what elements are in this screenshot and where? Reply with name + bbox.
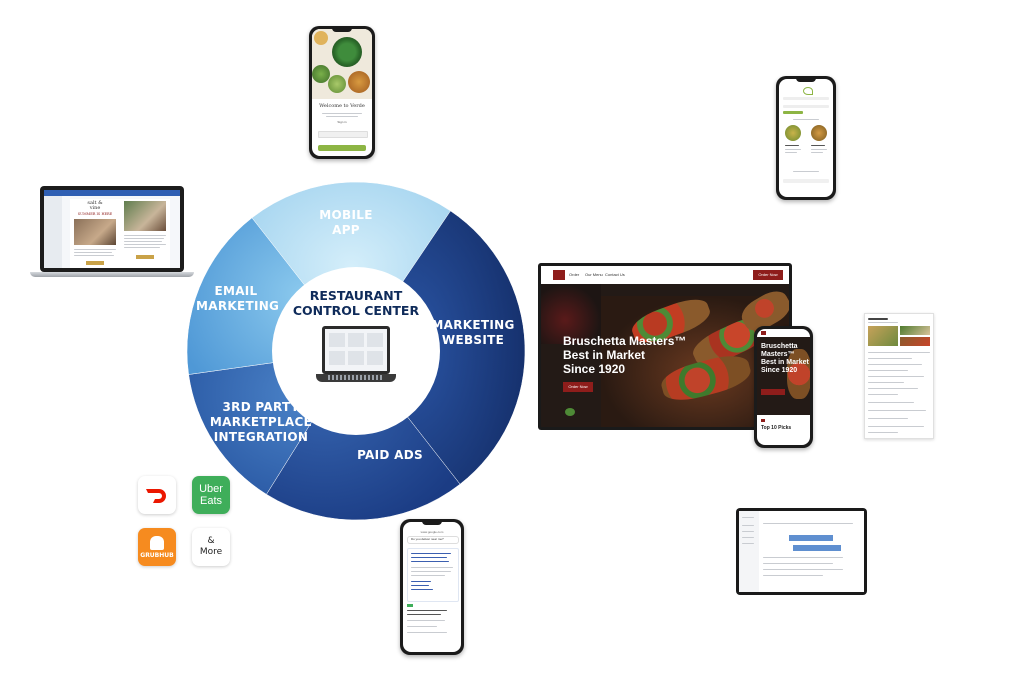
website-monitor: Order Our Menu Contact Us Order Now Brus…	[538, 263, 792, 430]
mobile-section-title: Top 10 Picks	[761, 425, 792, 431]
center-title-line2: CONTROL CENTER	[292, 303, 420, 318]
more-marketplaces: & More	[192, 528, 230, 566]
mobile-app-phone: Welcome to Verde Sign in	[309, 26, 375, 159]
grubhub-text: GRUBHUB	[140, 551, 174, 559]
mobile-hero-line2: Masters™	[761, 351, 795, 358]
more-line2: More	[199, 547, 223, 557]
continue-button[interactable]	[318, 145, 366, 151]
search-url: www.google.com	[420, 530, 444, 534]
email-logo-line2: vine	[89, 205, 101, 211]
sign-in-link[interactable]: Sign in	[337, 120, 347, 124]
hero-headline-line3: Since 1920	[563, 362, 626, 376]
orders-tablet	[736, 508, 867, 595]
segment-label-3rd-party: 3RD PARTY MARKETPLACE INTEGRATION	[209, 400, 313, 444]
segment-label-mobile-app: MOBILE APP	[319, 208, 373, 237]
control-center-wheel	[186, 181, 526, 521]
welcome-text: Welcome to Verde	[319, 103, 365, 109]
center-laptop-icon	[316, 326, 396, 388]
mobile-hero-line1: Bruschetta	[761, 343, 798, 350]
nav-order[interactable]: Order	[569, 272, 580, 277]
more-line1: &	[207, 536, 215, 546]
mobile-hero-line3: Best in Market	[761, 359, 809, 366]
email-logo-line1: salt &	[87, 200, 103, 206]
grubhub-logo: GRUBHUB	[138, 528, 176, 566]
ubereats-logo: Uber Eats	[192, 476, 230, 514]
segment-paid-ads	[266, 350, 461, 521]
ubereats-line2: Eats	[199, 495, 222, 507]
segment-mobile-app	[251, 181, 451, 352]
nav-our-menu[interactable]: Our Menu	[585, 272, 603, 277]
segment-label-marketing-website: MARKETING WEBSITE	[431, 318, 515, 347]
menu-phone	[776, 76, 836, 200]
mobile-hero-button[interactable]	[761, 389, 785, 395]
header-order-button[interactable]: Order Now	[753, 270, 783, 280]
search-query: Do you deliver near me?	[411, 537, 444, 541]
hero-order-button[interactable]: Order Now	[563, 382, 593, 392]
doordash-logo-icon	[138, 476, 176, 514]
center-title: RESTAURANT CONTROL CENTER	[290, 288, 422, 318]
center-title-line1: RESTAURANT	[309, 288, 403, 303]
website-mobile-phone: Bruschetta Masters™ Best in Market Since…	[754, 326, 813, 448]
mobile-hero-line4: Since 1920	[761, 367, 798, 374]
business-listing-card	[864, 313, 934, 439]
email-headline: SUMMER IS HERE	[77, 212, 113, 216]
search-bar[interactable]: Do you deliver near me?	[407, 536, 459, 544]
segment-marketing-website	[355, 210, 526, 485]
nav-contact[interactable]: Contact Us	[605, 272, 625, 277]
segment-label-paid-ads: PAID ADS	[357, 448, 423, 462]
hero-headline-line1: Bruschetta Masters™	[563, 334, 687, 348]
hero-headline-line2: Best in Market	[563, 348, 646, 362]
chef-hat-icon	[150, 535, 164, 550]
ubereats-line1: Uber	[199, 483, 223, 495]
leaf-logo-icon	[803, 87, 813, 95]
search-ads-phone: www.google.com Do you deliver near me?	[400, 519, 464, 655]
email-laptop: salt & vine SUMMER IS HERE	[30, 186, 194, 281]
segment-label-email-marketing: EMAIL MARKETING	[196, 284, 280, 313]
